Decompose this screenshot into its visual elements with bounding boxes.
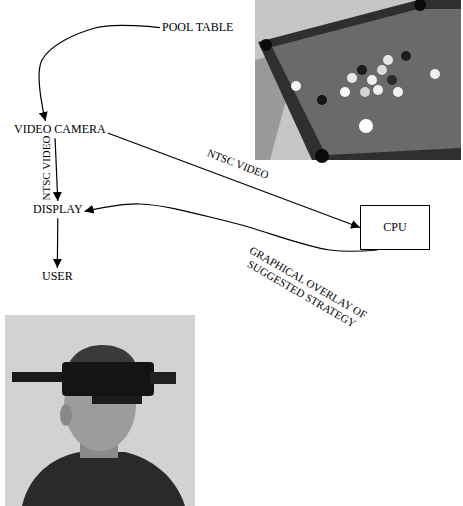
ball <box>387 75 397 85</box>
ball <box>383 55 393 65</box>
headset <box>62 362 154 396</box>
connector-arrow <box>85 204 378 251</box>
node-text: USER <box>42 270 73 283</box>
photo-background <box>255 0 461 160</box>
ball <box>430 69 440 79</box>
connector-arrow <box>108 133 360 227</box>
node-text: CPU <box>383 221 406 234</box>
stage-label: USER <box>40 268 75 285</box>
connector-arrow <box>57 218 59 268</box>
cue-ball <box>359 119 373 133</box>
ball <box>393 87 403 97</box>
ear <box>60 404 72 426</box>
ball <box>340 87 350 97</box>
headset-visor <box>92 396 142 404</box>
pocket <box>414 0 426 11</box>
ball <box>357 65 367 75</box>
ball <box>360 87 370 97</box>
ball <box>401 51 411 61</box>
stage-label: POOL TABLE <box>160 19 235 36</box>
edge-label: GRAPHICAL OVERLAY OF SUGGESTED STRATEGY <box>223 233 387 342</box>
node-text: DISPLAY <box>33 203 83 216</box>
shirt <box>22 452 185 506</box>
pocket <box>260 39 272 51</box>
edge-label: NTSC VIDEO <box>40 136 53 201</box>
pool-table-photo <box>255 0 461 163</box>
table-rail <box>258 0 461 160</box>
stage-label: VIDEO CAMERA <box>12 121 108 138</box>
ball <box>367 75 377 85</box>
user-photo <box>5 315 195 506</box>
connector-arrow <box>39 25 160 121</box>
ball <box>377 65 387 75</box>
ball <box>317 95 327 105</box>
ball <box>291 81 301 91</box>
stage-label: DISPLAY <box>31 201 85 218</box>
table-felt <box>272 9 461 155</box>
pocket <box>315 149 329 163</box>
connector-arrow <box>55 138 58 201</box>
ball <box>347 73 357 83</box>
photo-background <box>5 315 195 506</box>
process-box: CPU <box>360 205 430 250</box>
edge-label: NTSC VIDEO <box>205 146 270 181</box>
node-text: VIDEO CAMERA <box>14 123 106 136</box>
ball <box>373 85 383 95</box>
node-text: POOL TABLE <box>162 21 233 34</box>
headset-camera <box>150 372 176 384</box>
